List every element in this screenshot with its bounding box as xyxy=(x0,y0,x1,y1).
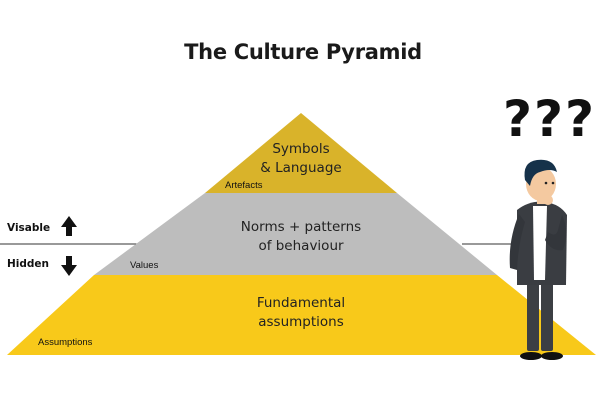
page-title: The Culture Pyramid xyxy=(184,40,422,64)
person-illustration xyxy=(509,159,567,360)
bottom-layer-line-1: Fundamental xyxy=(256,295,346,311)
values-label: Values xyxy=(130,260,159,271)
bottom-layer-line-2: assumptions xyxy=(258,314,344,330)
top-layer-line-1: Symbols xyxy=(272,141,330,157)
middle-layer-text: Norms + patterns of behaviour xyxy=(220,218,382,256)
assumptions-label: Assumptions xyxy=(38,337,93,348)
top-layer-line-2: & Language xyxy=(260,160,342,176)
pyramid-top-layer xyxy=(205,113,397,193)
arrow-up-icon xyxy=(61,216,77,236)
artefacts-label: Artefacts xyxy=(225,180,263,191)
pyramid-bottom-layer xyxy=(7,275,596,355)
visible-label: Visable xyxy=(7,222,51,234)
arrow-down-icon xyxy=(61,256,77,276)
top-layer-text: Symbols & Language xyxy=(240,140,362,178)
bottom-layer-text: Fundamental assumptions xyxy=(220,294,382,332)
question-marks: ??? xyxy=(503,90,597,148)
hidden-label: Hidden xyxy=(7,258,50,270)
middle-layer-line-1: Norms + patterns xyxy=(240,219,362,235)
pyramid-middle-layer xyxy=(94,193,497,275)
middle-layer-line-2: of behaviour xyxy=(258,238,344,254)
